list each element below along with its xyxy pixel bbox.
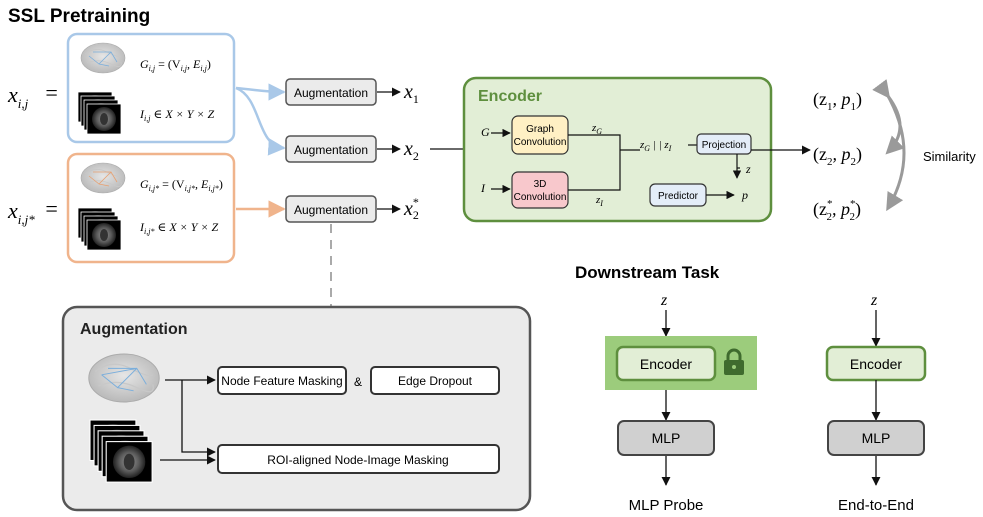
svg-text:Predictor: Predictor [658, 191, 699, 202]
svg-text:Augmentation: Augmentation [294, 203, 368, 217]
encoder-z-out: z [745, 162, 751, 176]
graph-def-1: Gi,j = (Vi,j, Ei,j) [140, 57, 211, 73]
augmentation-panel-title: Augmentation [80, 321, 188, 338]
probe-encoder-box: Encoder [615, 345, 717, 382]
svg-text:Encoder: Encoder [640, 356, 692, 372]
augmentation-box-3: Augmentation [285, 195, 377, 223]
encoder-g-input: G [481, 125, 490, 139]
x1-label: x1 [403, 81, 419, 106]
graph-def-2: Gi,j* = (Vi,j*, Ei,j*) [140, 177, 223, 193]
svg-text:Node Feature Masking: Node Feature Masking [221, 374, 342, 388]
downstream-title: Downstream Task [575, 263, 720, 282]
arrow-to-aug-2 [235, 86, 286, 156]
arrow-graph-to-roi [181, 380, 216, 457]
augmentation-box-2: Augmentation [285, 135, 377, 163]
brain-graph-icon [88, 353, 160, 403]
svg-text:Projection: Projection [702, 140, 746, 151]
e2e-mlp-box: MLP [827, 420, 925, 456]
output-z2s-p2s: (z*2, p*2) [813, 198, 861, 223]
lock-icon [724, 348, 744, 375]
svg-text:Augmentation: Augmentation [294, 143, 368, 157]
x2-label: x2 [403, 138, 419, 163]
graph-convolution-box: Graph Convolution [511, 115, 569, 155]
augmentation-box-1: Augmentation [285, 78, 377, 106]
amp: & [354, 375, 362, 389]
merge-bracket [594, 134, 621, 191]
image-def-2: Ii,j* ∈ X × Y × Z [139, 220, 219, 236]
svg-text:Augmentation: Augmentation [294, 86, 368, 100]
svg-text:Encoder: Encoder [850, 356, 902, 372]
svg-text:Edge Dropout: Edge Dropout [398, 374, 473, 388]
eq-2: = [44, 196, 59, 221]
svg-text:Graph: Graph [526, 124, 554, 135]
ssl-title: SSL Pretraining [8, 6, 150, 27]
encoder-p-out: p [741, 188, 748, 202]
concat-label: zG | | zI [639, 139, 672, 153]
encoder-i-input: I [480, 181, 486, 195]
similarity-label: Similarity [923, 149, 976, 164]
similarity-arc-1 [872, 79, 905, 155]
image-def-1: Ii,j ∈ X × Y × Z [139, 107, 215, 123]
node-feature-masking-box: Node Feature Masking [217, 366, 347, 395]
end-to-end-label: End-to-End [838, 497, 914, 514]
e2e-z-input: z [870, 292, 878, 309]
probe-z-input: z [660, 292, 668, 309]
svg-text:3D: 3D [534, 179, 547, 190]
mri-stack-icon [77, 91, 122, 135]
brain-graph-icon [80, 162, 126, 194]
edge-dropout-box: Edge Dropout [370, 366, 500, 395]
similarity-arc-2 [886, 95, 906, 212]
output-z2-p2: (z2, p2) [813, 144, 862, 168]
x-ij-label: xi,j [7, 82, 29, 111]
predictor-box: Predictor [649, 183, 707, 207]
projection-box: Projection [696, 133, 752, 155]
svg-text:ROI-aligned Node-Image Masking: ROI-aligned Node-Image Masking [267, 453, 448, 467]
svg-text:MLP: MLP [652, 430, 681, 446]
arrow-to-aug-1 [235, 83, 286, 101]
zg-label: zG [591, 122, 602, 136]
svg-text:MLP: MLP [862, 430, 891, 446]
brain-graph-icon [80, 42, 126, 74]
probe-mlp-box: MLP [617, 420, 715, 456]
mri-stack-icon [77, 207, 122, 251]
e2e-encoder-box: Encoder [825, 345, 927, 382]
mlp-probe-label: MLP Probe [629, 497, 704, 514]
zi-label: zI [595, 194, 603, 208]
output-z1-p1: (z1, p1) [813, 89, 862, 113]
svg-text:Convolution: Convolution [514, 137, 567, 148]
roi-masking-box: ROI-aligned Node-Image Masking [217, 444, 500, 474]
x-ijs-label: xi,j* [7, 198, 35, 227]
svg-text:Convolution: Convolution [514, 192, 567, 203]
eq-1: = [44, 80, 59, 105]
x2-star-label: x*2 [403, 195, 419, 222]
encoder-title: Encoder [478, 88, 542, 105]
conv3d-box: 3D Convolution [511, 171, 569, 209]
